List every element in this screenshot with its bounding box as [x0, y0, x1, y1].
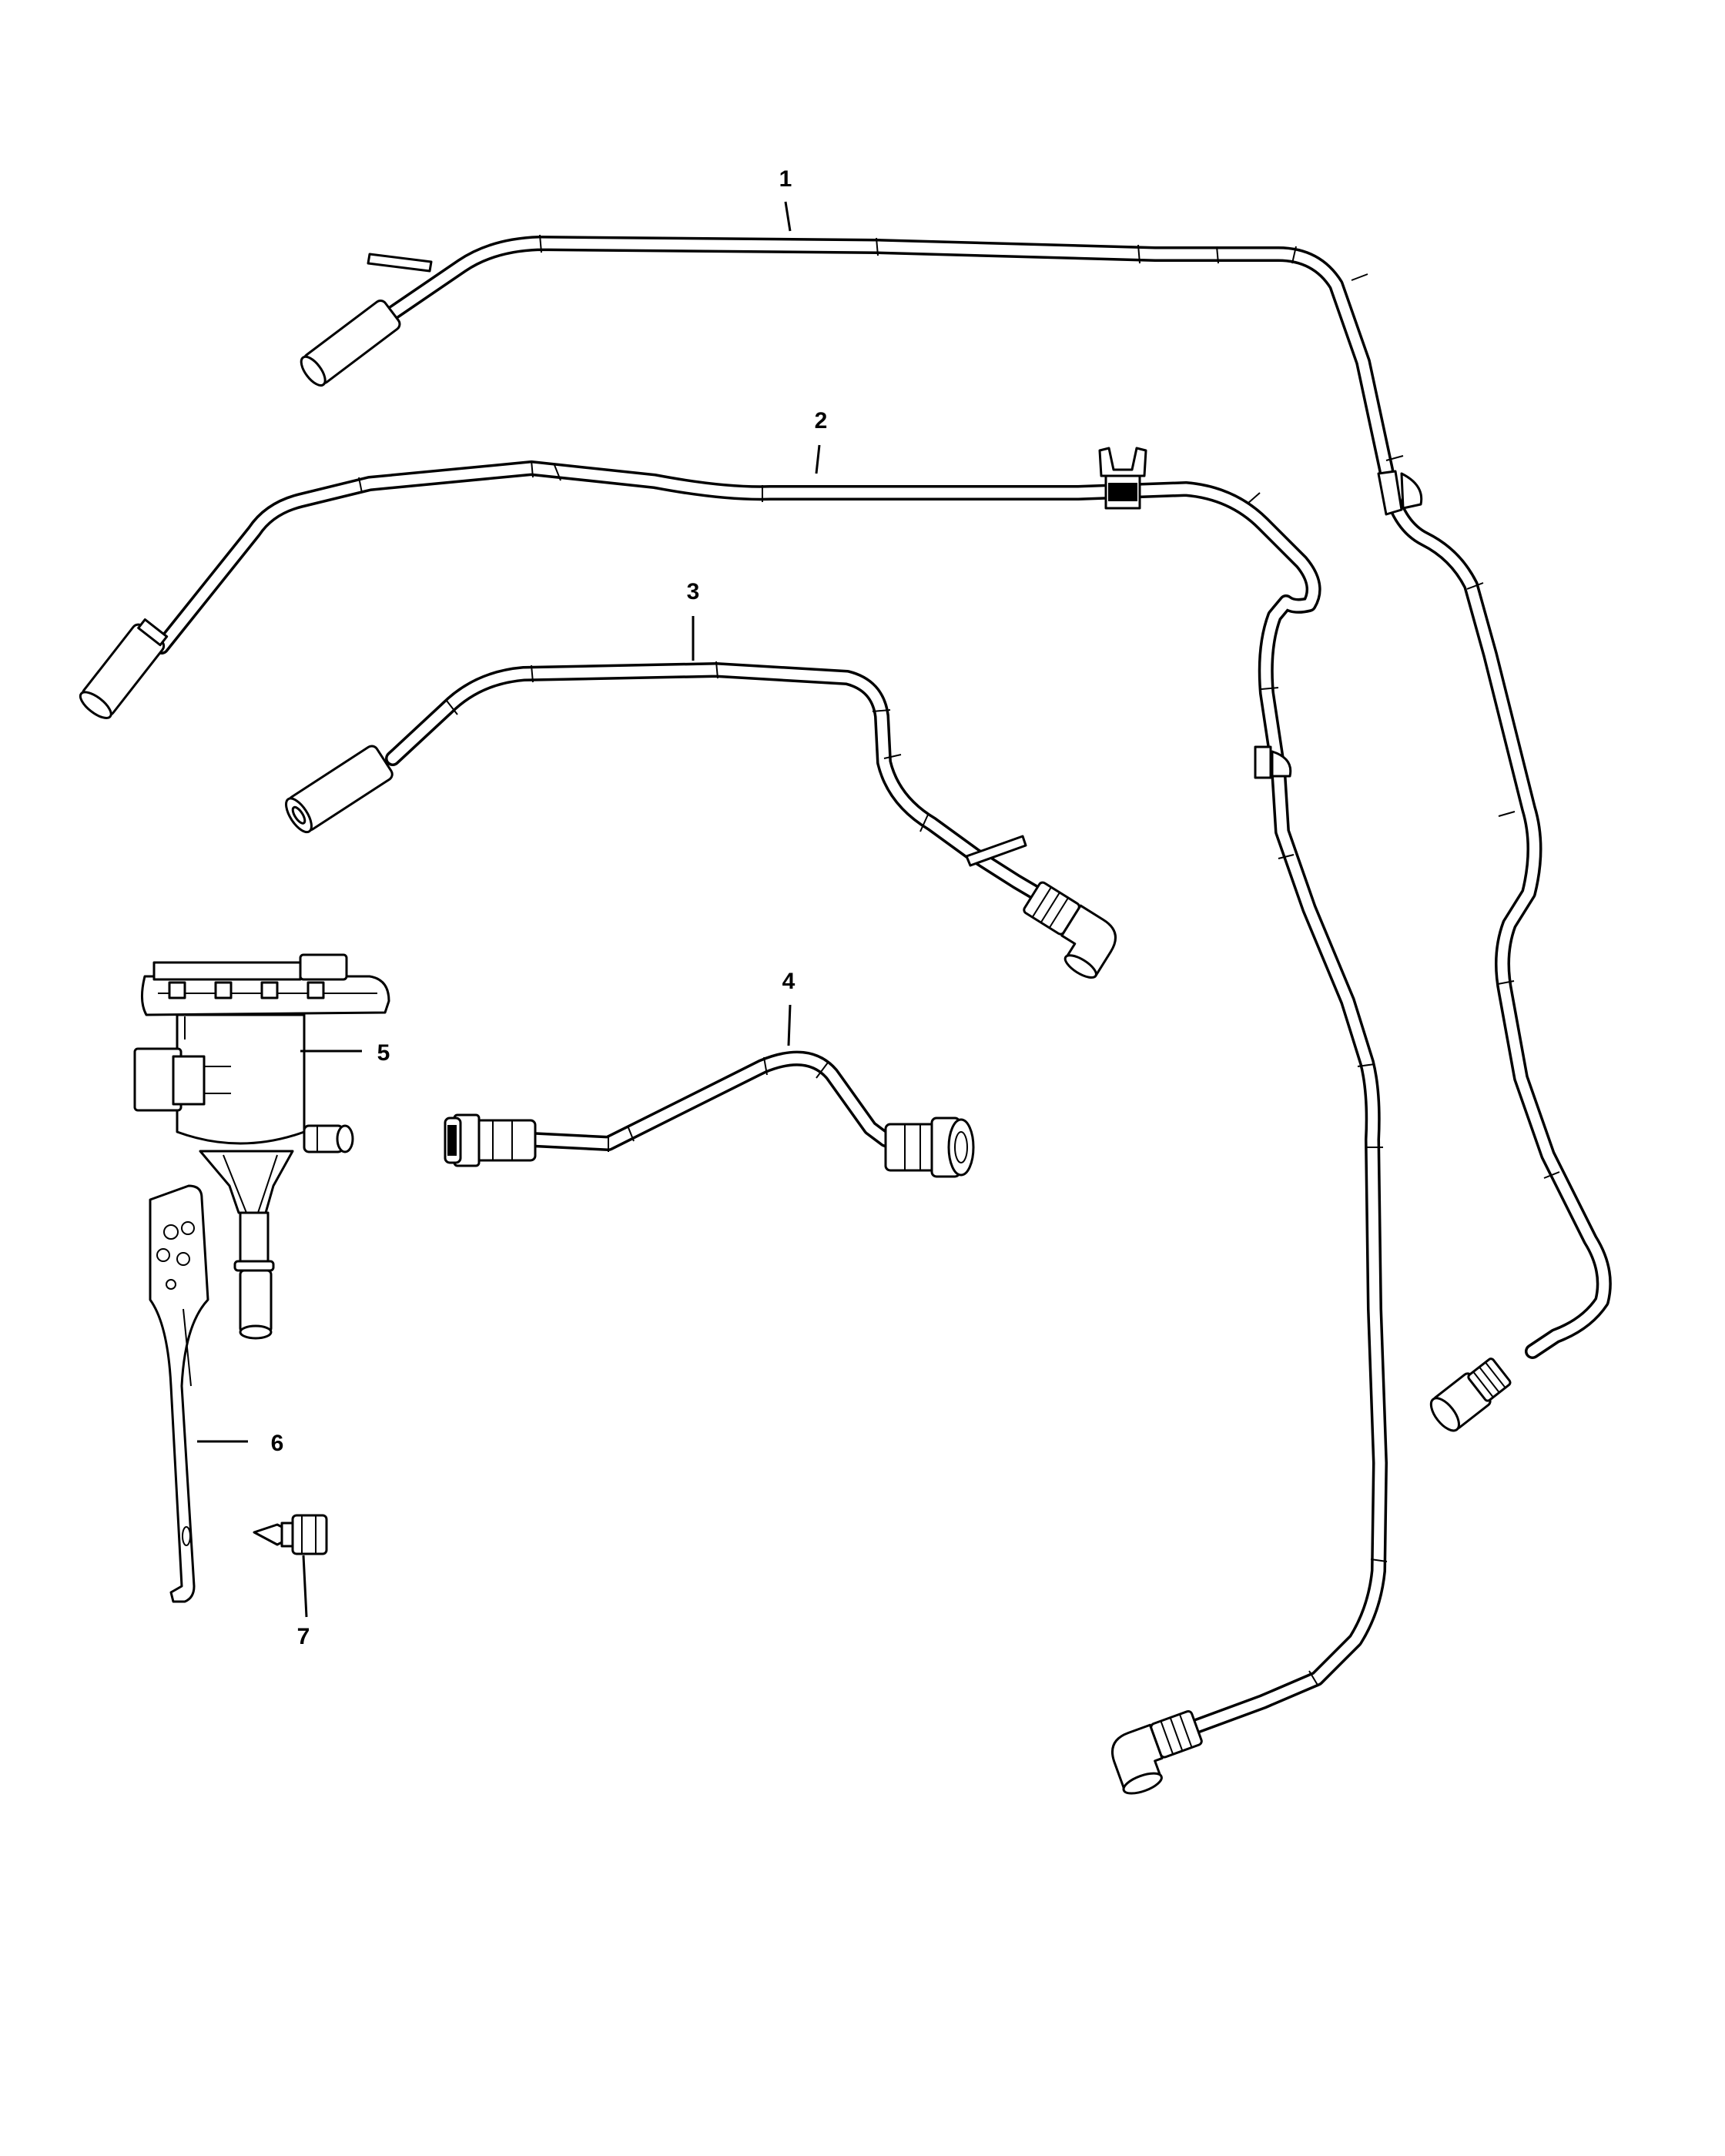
- callout-6: 6: [271, 1431, 284, 1456]
- callout-3: 3: [687, 579, 700, 604]
- callout-2: 2: [815, 408, 828, 434]
- callout-7: 7: [297, 1624, 310, 1649]
- part-2-vapor-line: [79, 447, 1388, 1795]
- part-4-vapor-line: [444, 1050, 975, 1178]
- part-5-purge-valve: [133, 953, 390, 1340]
- callout-5: 5: [377, 1040, 390, 1066]
- leader-lines: [197, 201, 821, 1618]
- part-7-fastener: [253, 1514, 328, 1555]
- part-6-bracket: [149, 1184, 209, 1603]
- callout-4: 4: [782, 969, 796, 994]
- part-1-vapor-line: [300, 234, 1612, 1432]
- part-3-vapor-line: [285, 661, 1117, 979]
- callout-1: 1: [779, 166, 792, 192]
